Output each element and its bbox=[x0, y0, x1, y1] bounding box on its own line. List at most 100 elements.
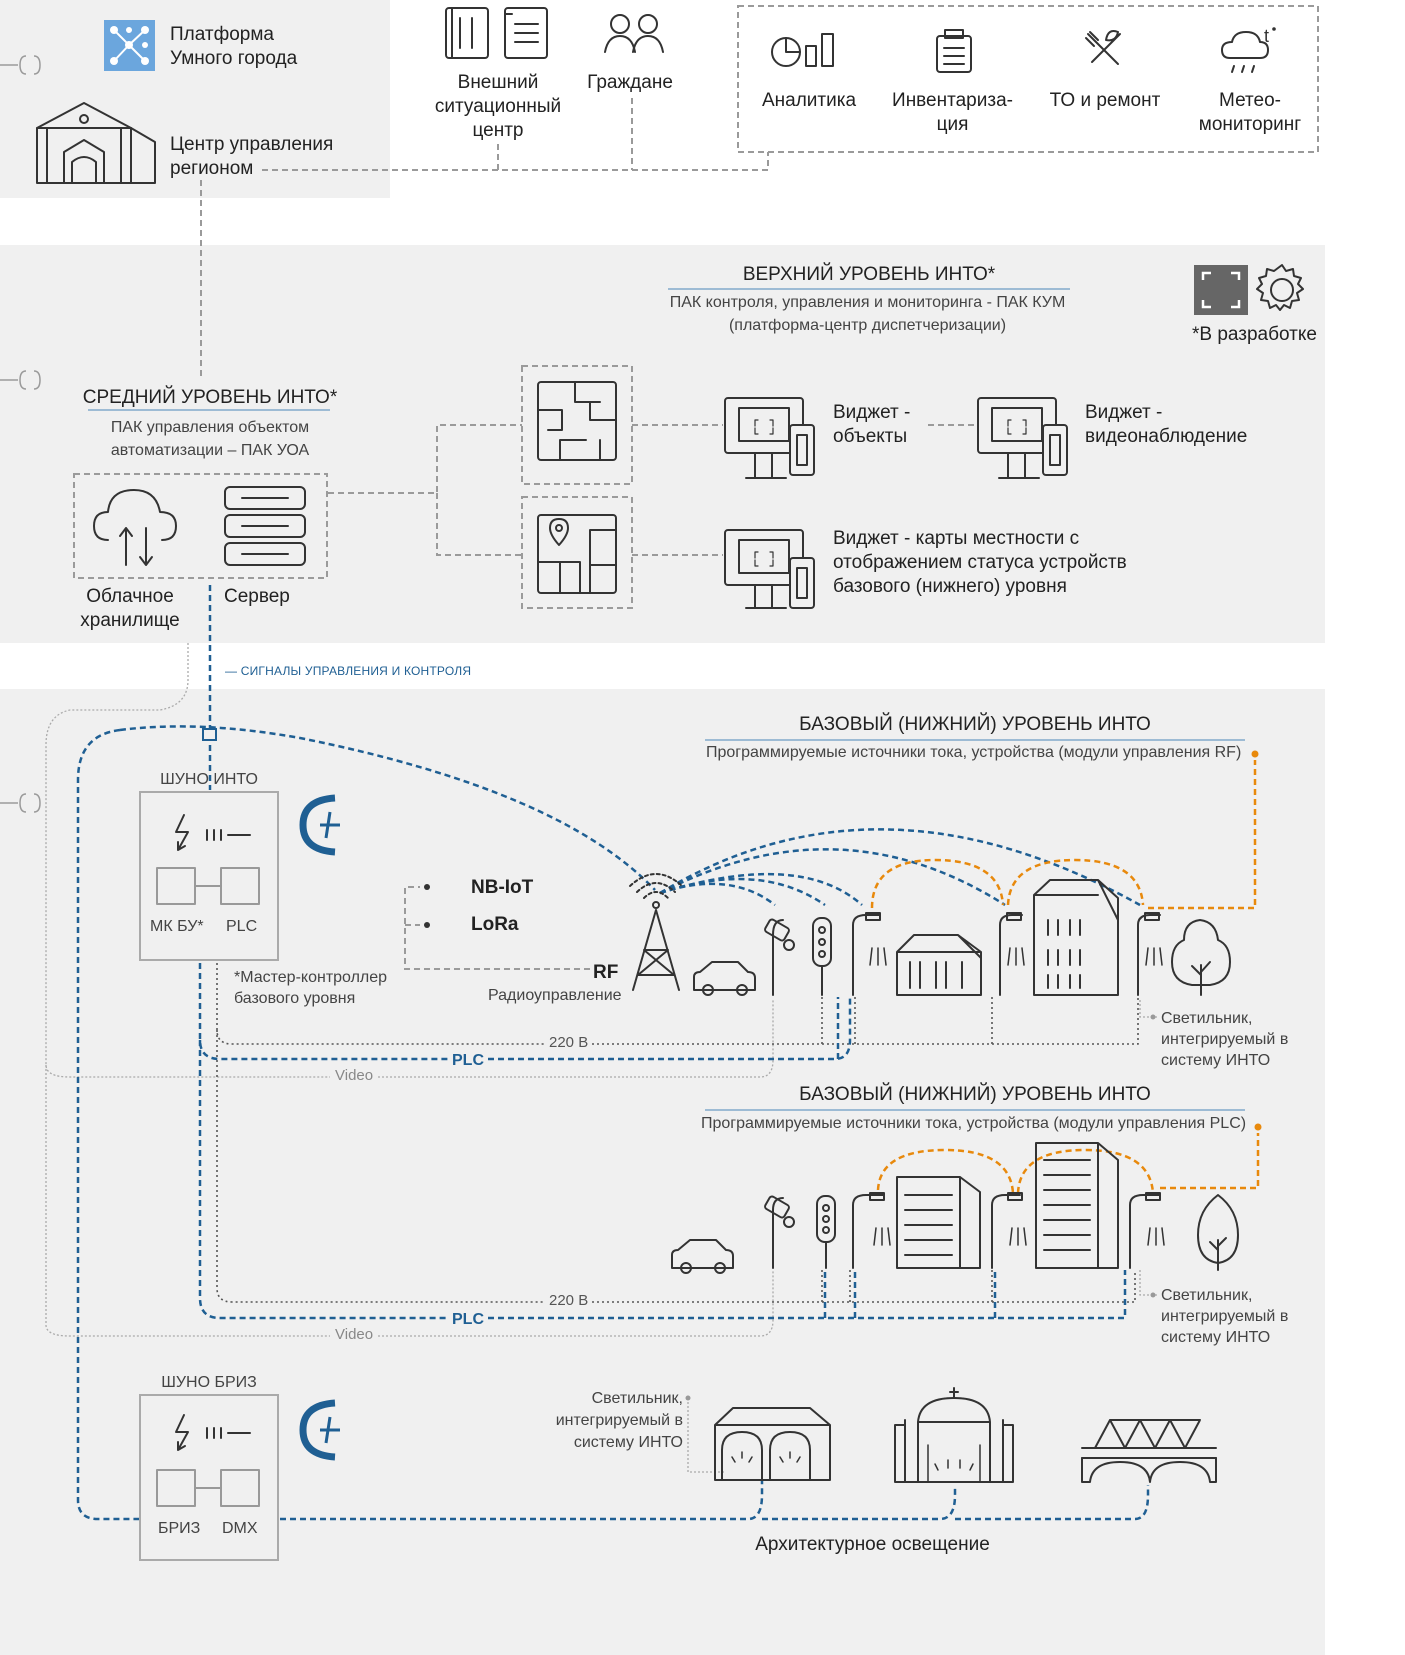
streetlight-2-icon bbox=[852, 1192, 1165, 1269]
inventory-label-line2: ция bbox=[936, 114, 969, 135]
citizens-icon bbox=[604, 14, 664, 53]
lamp-arch-line1: Светильник, bbox=[591, 1390, 683, 1407]
cloud-storage-icon bbox=[93, 489, 177, 566]
meteo-label-line1: Метео- bbox=[1219, 90, 1281, 111]
fullscreen-icon bbox=[1194, 265, 1248, 315]
rf-label: RF bbox=[593, 962, 619, 983]
server-label: Сервер bbox=[224, 586, 290, 607]
citizens-label: Граждане bbox=[587, 72, 673, 93]
meteo-label-line2: мониторинг bbox=[1198, 114, 1302, 135]
upper-level-title: ВЕРХНИЙ УРОВЕНЬ ИНТО* bbox=[742, 264, 996, 285]
plc-line-label-2: PLC bbox=[452, 1311, 484, 1328]
brand-logo-icon bbox=[299, 794, 340, 856]
server-icon bbox=[224, 486, 306, 566]
inventory-icon bbox=[936, 29, 972, 73]
v220-label-2: 220 В bbox=[549, 1292, 589, 1309]
region-label-line1: Центр управления bbox=[170, 134, 334, 155]
platform-label-line2: Умного города bbox=[170, 48, 298, 69]
signals-legend: — СИГНАЛЫ УПРАВЛЕНИЯ И КОНТРОЛЯ bbox=[225, 664, 472, 678]
radio-tower-icon bbox=[629, 873, 683, 991]
base-rf-sub: Программируемые источники тока, устройст… bbox=[706, 744, 1242, 761]
widget-map-line3: базового (нижнего) уровня bbox=[833, 576, 1067, 597]
bridge-icon bbox=[1081, 1419, 1217, 1483]
dmx-module-label: DMX bbox=[222, 1520, 258, 1537]
situation-center-icon bbox=[445, 7, 548, 59]
car-2-icon bbox=[671, 1239, 734, 1274]
widget-objects-line2: объекты bbox=[833, 426, 908, 447]
cathedral-icon bbox=[894, 1387, 1014, 1483]
ext-center-line1: Внешний bbox=[457, 72, 539, 93]
widget-map-line1: Виджет - карты местности с bbox=[833, 528, 1080, 549]
lamp-plc-line3: систему ИНТО bbox=[1161, 1329, 1271, 1346]
master-controller-line2: базового уровня bbox=[234, 990, 356, 1007]
streetlight-icon bbox=[852, 912, 1163, 996]
master-controller-line1: *Мастер-контроллер bbox=[234, 969, 388, 986]
arch-lighting-label: Архитектурное освещение bbox=[755, 1534, 990, 1555]
maintenance-icon bbox=[1085, 30, 1121, 65]
map-icon bbox=[537, 514, 617, 594]
widget-objects-line1: Виджет - bbox=[833, 402, 911, 423]
camera-pole-2-icon bbox=[764, 1195, 795, 1269]
house-icon bbox=[896, 934, 982, 996]
shuno-breeze-label: ШУНО БРИЗ bbox=[161, 1374, 257, 1391]
platform-label-line1: Платформа bbox=[170, 24, 274, 45]
base-plc-sub: Программируемые источники тока, устройст… bbox=[701, 1115, 1247, 1132]
shuno-into-label: ШУНО ИНТО bbox=[160, 771, 258, 788]
lamp-plc-line1: Светильник, bbox=[1161, 1287, 1253, 1304]
meteo-icon bbox=[1221, 31, 1269, 73]
office-tower-icon bbox=[1035, 1142, 1119, 1269]
car-icon bbox=[693, 961, 756, 996]
inventory-label-line1: Инвентариза- bbox=[892, 90, 1013, 111]
svg-text:t: t bbox=[1264, 26, 1269, 46]
traffic-light-icon bbox=[812, 917, 832, 996]
widget-map-line2: отображением статуса устройств bbox=[833, 552, 1127, 573]
arch-building-icon bbox=[714, 1407, 831, 1481]
lamp-arch-line3: систему ИНТО bbox=[573, 1434, 683, 1451]
radio-control-label: Радиоуправление bbox=[488, 987, 622, 1004]
tree-icon bbox=[1171, 919, 1231, 996]
floor-plan-icon bbox=[537, 381, 617, 461]
lora-label: LoRa bbox=[471, 914, 519, 935]
widget-video-line2: видеонаблюдение bbox=[1085, 426, 1248, 447]
briz-module-label: БРИЗ bbox=[158, 1520, 201, 1537]
monitor-map-icon bbox=[724, 529, 815, 609]
cloud-label-line2: хранилище bbox=[80, 610, 180, 631]
upper-middle-panel bbox=[0, 245, 1325, 643]
camera-pole-icon bbox=[764, 918, 795, 996]
smart-city-logo-icon bbox=[104, 20, 155, 71]
lamp-rf-line1: Светильник, bbox=[1161, 1010, 1253, 1027]
shuno-breeze-box bbox=[139, 1394, 279, 1561]
video-label-2: Video bbox=[335, 1326, 374, 1343]
ext-center-line2: ситуационный bbox=[434, 96, 562, 117]
middle-level-sub2: автоматизации – ПАК УОА bbox=[110, 442, 310, 459]
widget-video-line1: Виджет - bbox=[1085, 402, 1163, 423]
upper-level-sub2: (платформа-центр диспетчеризации) bbox=[728, 317, 1007, 334]
lamp-rf-line2: интегрируемый в bbox=[1161, 1031, 1289, 1048]
region-label-line2: регионом bbox=[170, 158, 254, 179]
v220-label: 220 В bbox=[549, 1034, 589, 1051]
brand-logo-2-icon bbox=[299, 1399, 340, 1461]
plc-line-label: PLC bbox=[452, 1052, 484, 1069]
region-building-icon bbox=[36, 102, 156, 184]
cloud-label-line1: Облачное bbox=[86, 586, 174, 607]
tree-2-icon bbox=[1197, 1194, 1239, 1271]
shuno-into-box bbox=[139, 791, 279, 961]
tall-building-icon bbox=[1033, 879, 1119, 996]
monitor-objects-icon bbox=[724, 397, 815, 479]
base-plc-title: БАЗОВЫЙ (НИЖНИЙ) УРОВЕНЬ ИНТО bbox=[799, 1084, 1151, 1105]
analytics-icon bbox=[771, 33, 834, 67]
base-rf-title: БАЗОВЫЙ (НИЖНИЙ) УРОВЕНЬ ИНТО bbox=[799, 714, 1151, 735]
lamp-arch-line2: интегрируемый в bbox=[555, 1412, 683, 1429]
lamp-rf-line3: систему ИНТО bbox=[1161, 1052, 1271, 1069]
analytics-label: Аналитика bbox=[761, 90, 857, 111]
plc-module-label: PLC bbox=[226, 918, 258, 935]
monitor-video-icon bbox=[977, 397, 1068, 479]
ext-center-line3: центр bbox=[472, 120, 524, 141]
maintenance-label: ТО и ремонт bbox=[1049, 90, 1161, 111]
upper-level-sub1: ПАК контроля, управления и мониторинга -… bbox=[669, 294, 1066, 311]
gear-icon bbox=[1256, 264, 1304, 311]
office-building-icon bbox=[896, 1176, 981, 1269]
in-development-note: *В разработке bbox=[1192, 324, 1317, 345]
mk-label: МК БУ* bbox=[150, 918, 204, 935]
traffic-light-2-icon bbox=[816, 1195, 836, 1269]
